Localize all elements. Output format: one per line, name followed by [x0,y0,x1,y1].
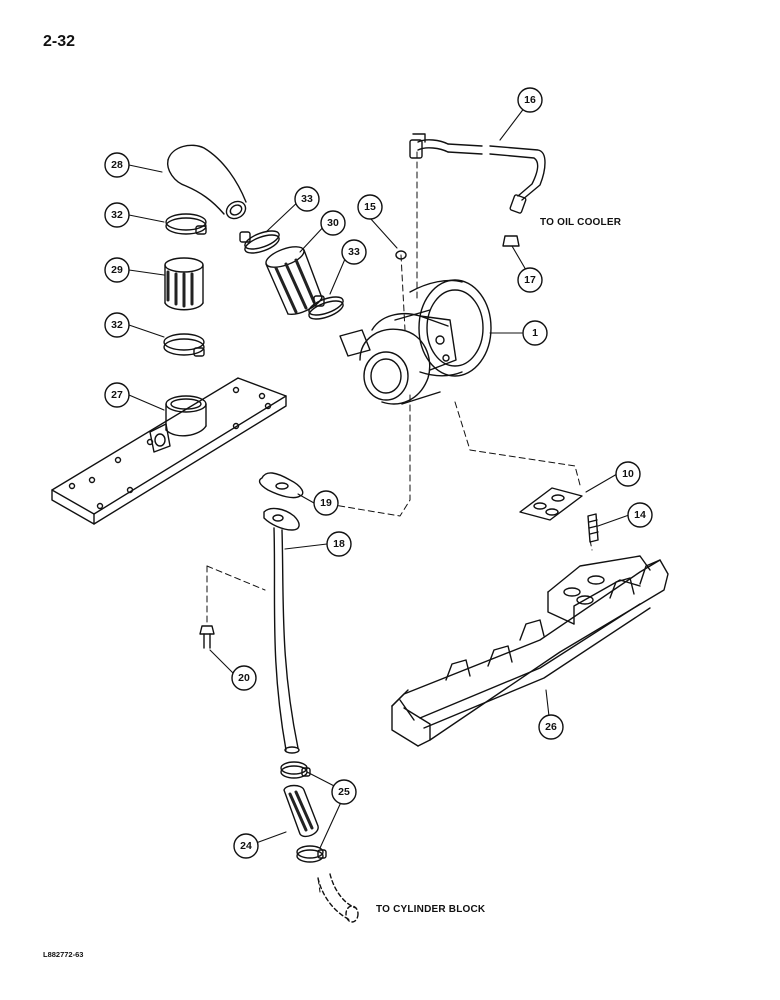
callout-label-29: 29 [111,264,123,276]
callout-26 [538,714,564,740]
oil-drain-tube-18 [263,507,300,754]
oil-supply-line [409,133,546,214]
callout-label-1: 1 [532,327,538,339]
callout-28 [104,152,130,178]
callout-label-20: 20 [238,672,250,684]
callout-15 [357,194,383,220]
alignment-lines [206,151,593,893]
washer-15 [395,250,407,260]
callout-14 [627,502,653,528]
callout-19 [313,490,339,516]
clamp-32-lower [163,333,205,357]
callout-label-33-upper: 33 [301,193,313,205]
elbow-28 [167,144,247,220]
callout-24 [233,833,259,859]
callout-label-28: 28 [111,159,123,171]
stud-14 [587,513,599,543]
cylinder-block-connector [317,873,359,923]
callout-33-upper [294,186,320,212]
callout-1 [522,320,548,346]
callout-label-32-upper: 32 [111,209,123,221]
callout-29 [104,257,130,283]
gasket-10 [519,487,583,521]
callout-label-27: 27 [111,389,123,401]
callout-label-17: 17 [524,274,536,286]
callout-18 [326,531,352,557]
callout-label-16: 16 [524,94,536,106]
clamp-32-upper [165,213,207,235]
callout-label-26: 26 [545,721,557,733]
clamp-33-lower [308,295,344,320]
exhaust-manifold-26 [391,555,669,747]
callout-32-lower [104,312,130,338]
callout-27 [104,382,130,408]
clamp-25-lower [296,845,327,863]
callout-label-18: 18 [333,538,345,550]
callout-10 [615,461,641,487]
callout-20 [231,665,257,691]
hose-30 [265,246,323,315]
clamp-33-upper [239,230,280,254]
callout-25 [331,779,357,805]
callout-label-14: 14 [634,509,646,521]
page-number: 2-32 [43,33,76,50]
callout-label-19: 19 [320,497,332,509]
bolt-20 [199,625,215,649]
figure-code: L882772-63 [43,950,84,959]
intake-cover-27 [51,377,287,525]
callout-16 [517,87,543,113]
callout-30 [320,210,346,236]
hose-29 [164,257,204,311]
callout-label-30: 30 [327,217,339,229]
callout-label-25: 25 [338,786,350,798]
hose-24 [283,784,319,838]
callout-label-32-lower: 32 [111,319,123,331]
turbocharger-1 [339,279,492,405]
callout-label-10: 10 [622,468,634,480]
gasket-19 [258,472,304,499]
note-to-cylinder-block: TO CYLINDER BLOCK [376,904,486,915]
callout-label-33-lower: 33 [348,246,360,258]
fitting-17 [502,235,520,247]
callout-label-24: 24 [240,840,252,852]
callout-17 [517,267,543,293]
callout-32-upper [104,202,130,228]
callout-label-15: 15 [364,201,376,213]
callout-33-lower [341,239,367,265]
note-to-oil-cooler: TO OIL COOLER [540,217,622,228]
clamp-25-upper [280,761,311,779]
